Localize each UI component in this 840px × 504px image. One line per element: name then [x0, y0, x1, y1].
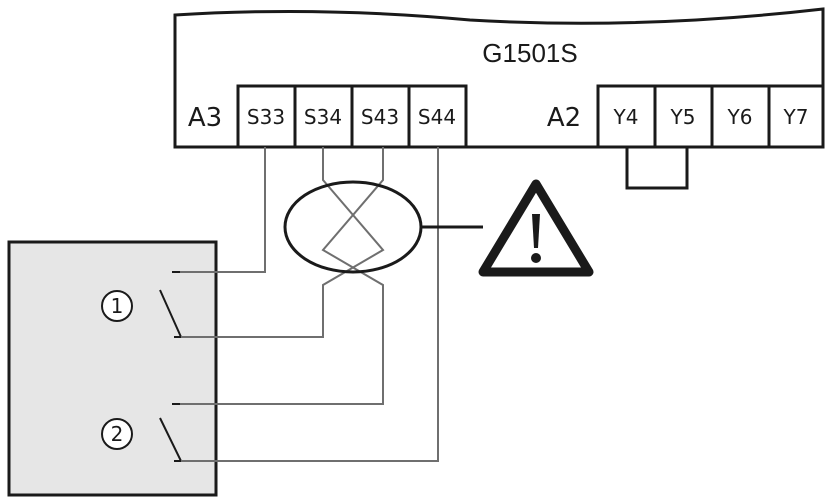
device-name: G1501S [482, 38, 577, 68]
wire-s33-contact-1 [180, 147, 266, 273]
wire-s44-contact-2 [181, 147, 439, 462]
contact-2: 2 [101, 403, 183, 462]
group-label-a2: A2 [547, 103, 581, 133]
terminal-y4: Y4 [613, 105, 639, 129]
crossed-wires-symbol [283, 180, 423, 274]
wire-s43-contact-2 [180, 147, 384, 405]
terminal-s34: S34 [304, 105, 342, 129]
contact-1-number: 1 [111, 294, 124, 318]
terminal-y7: Y7 [783, 105, 809, 129]
warning-triangle-icon [478, 179, 594, 277]
jumper-y4-y5 [625, 147, 689, 190]
contact-2-number: 2 [111, 422, 124, 446]
terminal-block-a2: Y4 Y5 Y6 Y7 [596, 84, 825, 149]
terminal-s44: S44 [418, 105, 456, 129]
terminal-y6: Y6 [727, 105, 753, 129]
group-label-a3: A3 [188, 103, 222, 133]
terminal-y5: Y5 [670, 105, 696, 129]
contact-1-marker [101, 290, 133, 322]
terminal-s43: S43 [361, 105, 399, 129]
sensor-box [7, 240, 218, 497]
contact-2-marker [101, 418, 133, 450]
contact-1: 1 [101, 271, 183, 338]
terminal-s33: S33 [247, 105, 285, 129]
terminal-block-a3: S33 S34 S43 S44 [236, 84, 468, 149]
